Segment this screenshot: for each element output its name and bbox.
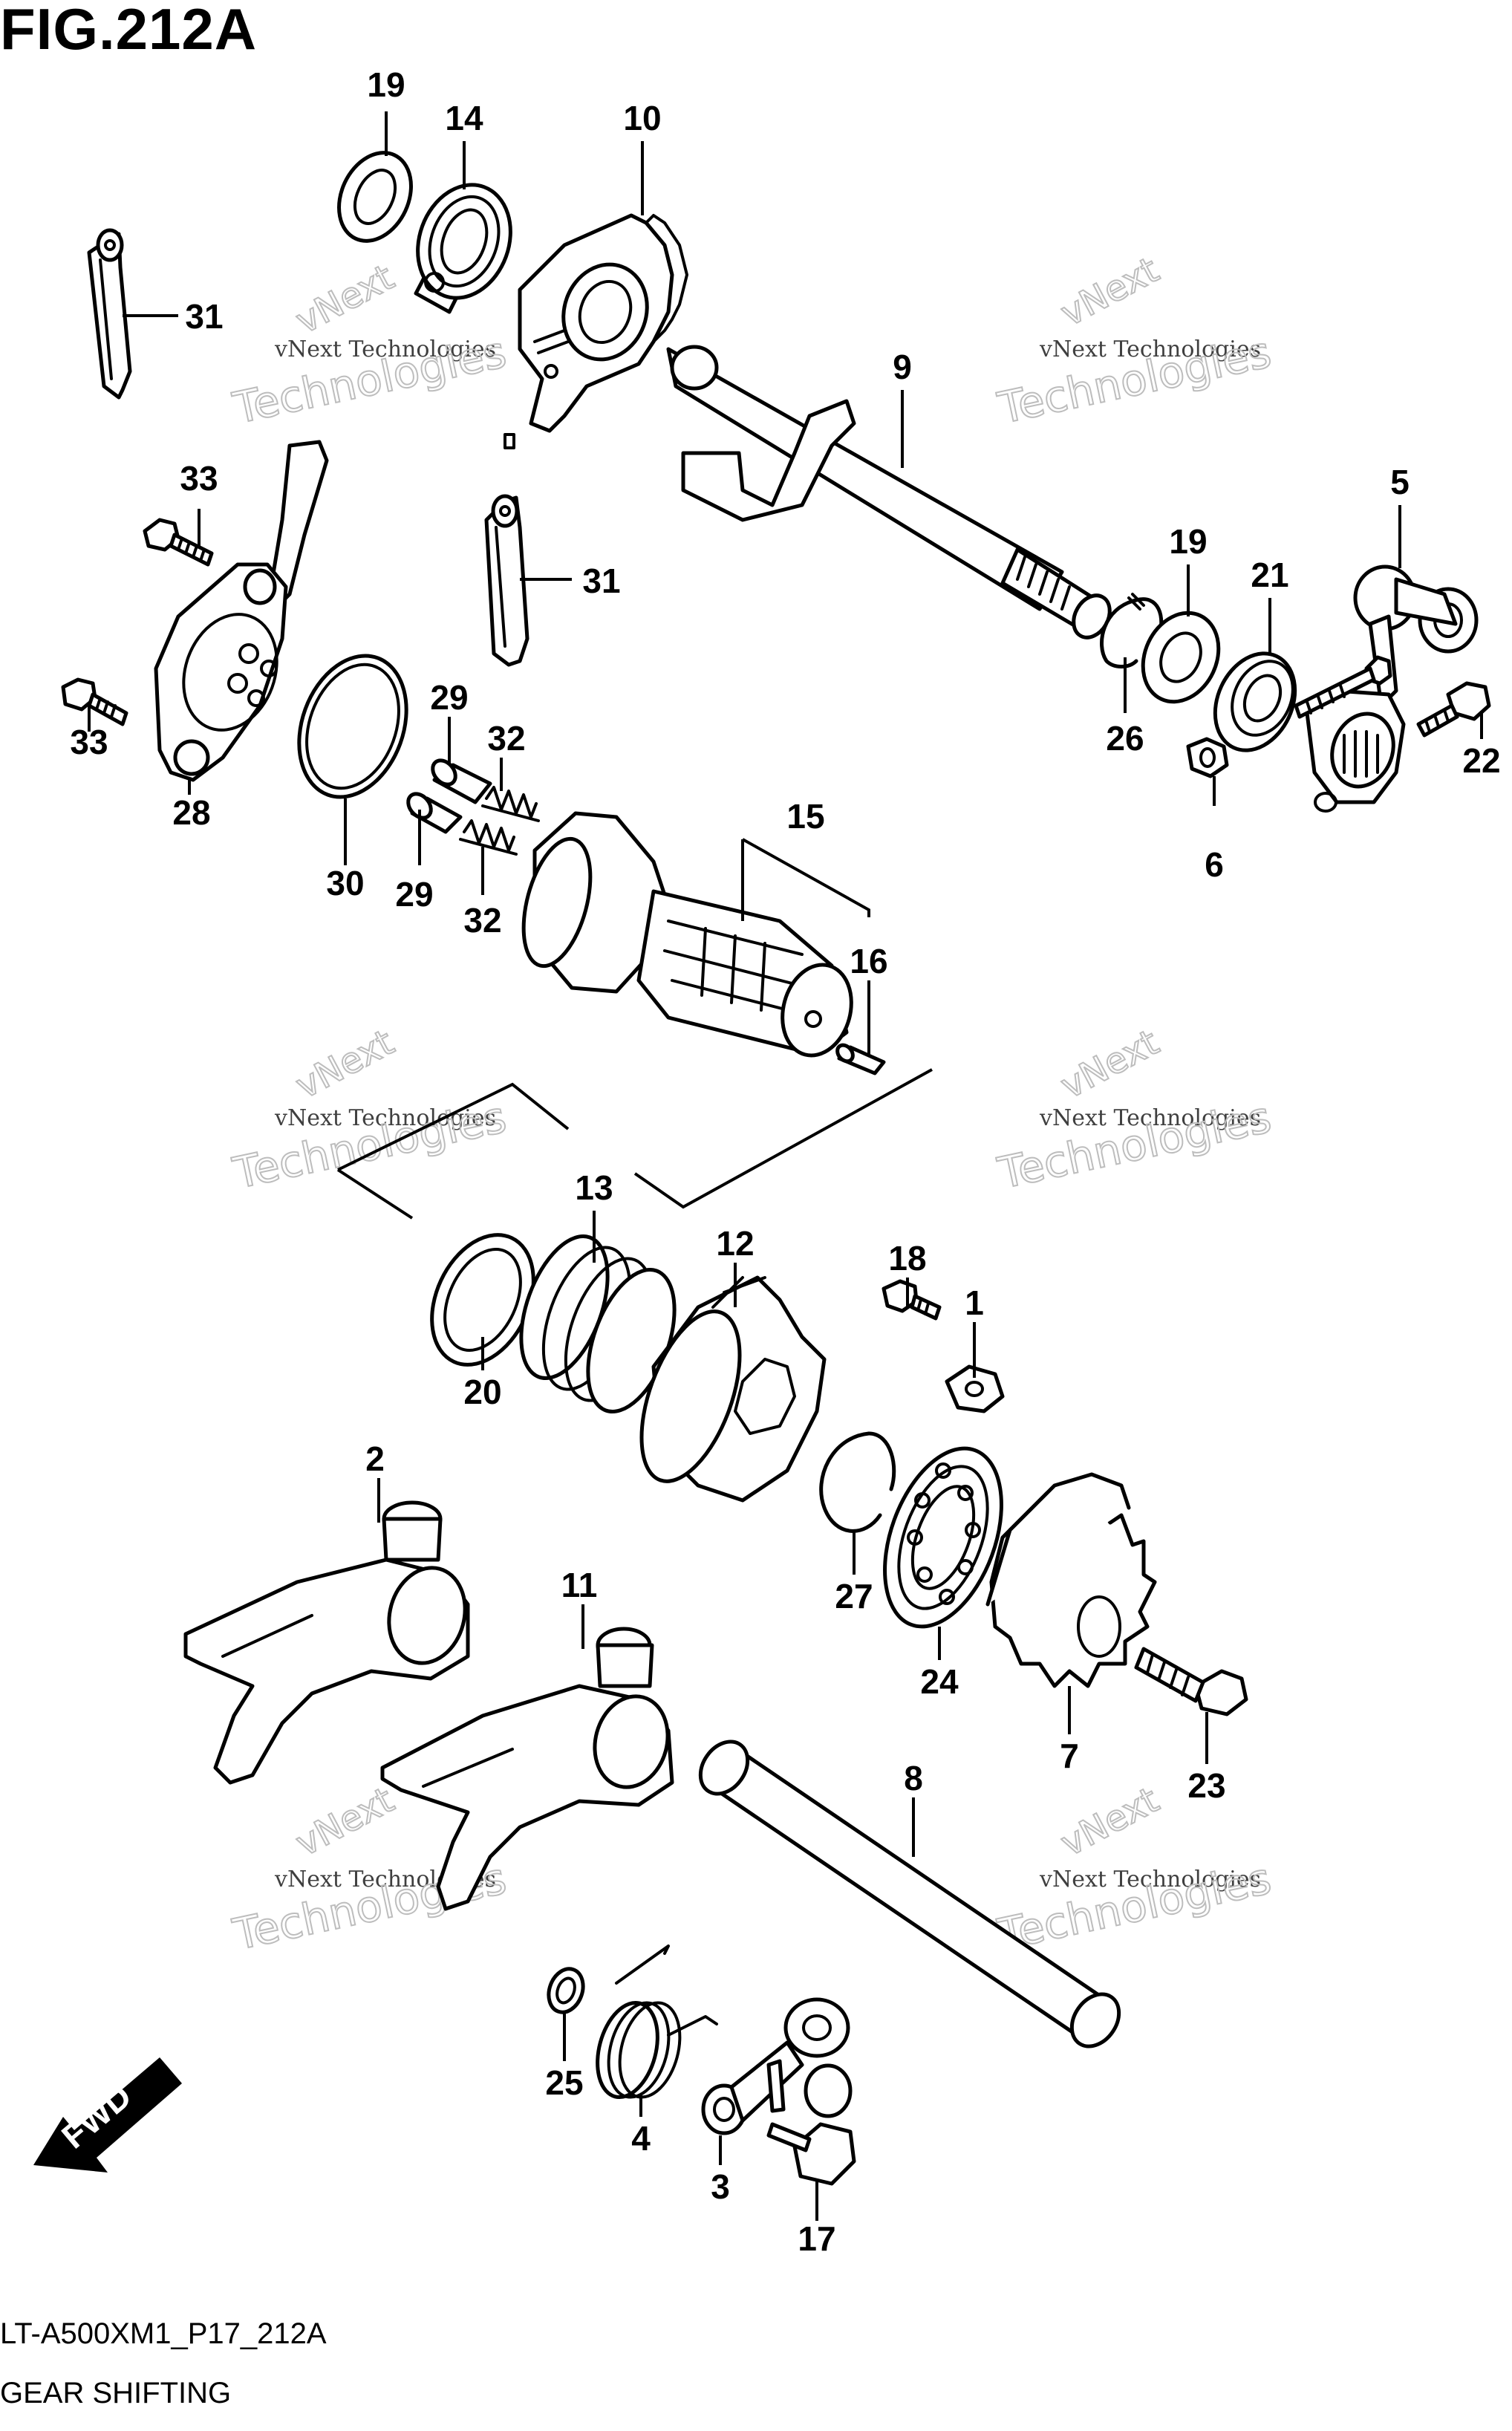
pin-29-bottom — [406, 792, 463, 834]
label-15: 15 — [786, 797, 824, 836]
label-16: 16 — [850, 942, 887, 980]
label-12: 12 — [716, 1224, 754, 1263]
spring-4 — [596, 1945, 718, 2100]
watermark-top-right: vNext vNext Technologies Technologies — [993, 248, 1277, 435]
watermark-bottom-right: vNext vNext Technologies Technologies — [993, 1778, 1277, 1961]
bolt-33-bottom — [61, 677, 128, 726]
label-33-bottom: 33 — [70, 723, 108, 761]
label-33-top: 33 — [180, 459, 218, 498]
bolt-23 — [1134, 1647, 1248, 1716]
watermark-company: vNext Technologies — [1039, 1105, 1261, 1131]
washer-19-top — [337, 151, 413, 243]
bolt-17 — [766, 2059, 856, 2186]
label-25: 25 — [545, 2063, 583, 2102]
label-22: 22 — [1462, 741, 1500, 780]
label-30: 30 — [326, 864, 364, 902]
label-8: 8 — [904, 1759, 923, 1797]
label-24: 24 — [920, 1662, 959, 1701]
watermark-brand: vNext — [1054, 249, 1165, 334]
nut-6 — [1186, 737, 1229, 778]
shift-fork-11 — [380, 1627, 674, 1911]
label-1: 1 — [965, 1283, 984, 1322]
part-labels: 19 14 10 31 9 33 31 5 19 21 33 28 30 29 … — [70, 65, 1500, 2258]
watermark-mid-right: vNext vNext Technologies Technologies — [993, 1021, 1277, 1200]
label-9: 9 — [893, 348, 912, 386]
label-29-bottom: 29 — [395, 875, 433, 914]
spring-32-bottom — [459, 819, 518, 856]
cover-28 — [154, 440, 329, 782]
label-32-bottom: 32 — [463, 901, 501, 940]
label-4: 4 — [631, 2119, 651, 2158]
label-13: 13 — [575, 1168, 613, 1207]
bolt-33-top — [143, 518, 214, 567]
washer-25 — [547, 1967, 585, 2014]
watermark-brand: vNext — [289, 1021, 400, 1107]
label-20: 20 — [463, 1373, 501, 1411]
label-31-top: 31 — [185, 297, 223, 336]
watermark-company: vNext Technologies — [1039, 336, 1261, 362]
label-28: 28 — [172, 793, 210, 832]
bolt-22 — [1416, 681, 1491, 738]
cable-tie-31-mid — [484, 494, 572, 667]
watermark-brand: vNext — [289, 256, 400, 342]
bracket-15-callout — [741, 838, 870, 921]
bolt-5-arm — [1294, 655, 1392, 719]
watermark-mid-left: vNext vNext Technologies Technologies — [228, 1021, 512, 1200]
label-17: 17 — [798, 2219, 835, 2258]
label-21: 21 — [1251, 556, 1288, 594]
pin-16 — [835, 1043, 886, 1075]
gear-shift-cam-15 — [521, 811, 853, 1058]
spring-14 — [414, 183, 512, 314]
label-6: 6 — [1205, 845, 1224, 884]
watermark-brand: vNext — [1054, 1021, 1165, 1107]
gear-7 — [985, 1472, 1157, 1688]
spring-32-top — [481, 786, 540, 822]
label-26: 26 — [1106, 719, 1144, 758]
shift-arm-5 — [1305, 564, 1479, 813]
label-10: 10 — [623, 99, 661, 137]
stopper-12 — [639, 1275, 827, 1503]
label-2: 2 — [365, 1439, 385, 1478]
label-32-top: 32 — [487, 719, 525, 758]
watermark-company: vNext Technologies — [274, 336, 496, 362]
leader-lines — [88, 111, 1483, 2221]
fwd-arrow: FWD — [33, 2057, 182, 2173]
pin-29-top — [431, 758, 492, 804]
washer-19-right — [1141, 611, 1221, 704]
label-23: 23 — [1187, 1766, 1225, 1805]
watermark-company: vNext Technologies — [1039, 1867, 1261, 1893]
oil-seal-21 — [1213, 651, 1297, 752]
figure-code: LT-A500XM1_P17_212A — [0, 2317, 327, 2350]
label-29-top: 29 — [430, 678, 468, 717]
shift-shaft-9 — [666, 345, 1112, 640]
label-19-right: 19 — [1169, 522, 1207, 561]
label-27: 27 — [835, 1577, 873, 1615]
label-7: 7 — [1060, 1737, 1079, 1775]
label-18: 18 — [888, 1239, 926, 1278]
callout-box-lines — [336, 1068, 933, 1220]
cable-tie-31-top — [87, 228, 178, 400]
figure-title: FIG.212A — [0, 0, 258, 62]
watermark-brand: vNext — [289, 1779, 400, 1864]
washer-20 — [430, 1233, 535, 1367]
shaft-8 — [698, 1740, 1121, 2048]
shift-fork-2 — [183, 1500, 470, 1785]
bearing-24 — [883, 1446, 1003, 1629]
shift-cam-plate-10 — [504, 213, 688, 449]
label-31-mid: 31 — [582, 562, 620, 600]
circlip-27 — [819, 1431, 896, 1533]
label-5: 5 — [1390, 463, 1410, 501]
label-14: 14 — [445, 99, 483, 137]
o-ring-30 — [297, 654, 408, 799]
screw-18 — [882, 1279, 942, 1321]
label-3: 3 — [711, 2167, 730, 2206]
watermark-brand: vNext — [1054, 1779, 1165, 1864]
label-19-top: 19 — [367, 65, 405, 104]
stopper-arm-3 — [701, 1997, 850, 2135]
label-11: 11 — [561, 1566, 598, 1604]
washer-1 — [945, 1364, 1005, 1413]
section-title: GEAR SHIFTING — [0, 2377, 232, 2409]
